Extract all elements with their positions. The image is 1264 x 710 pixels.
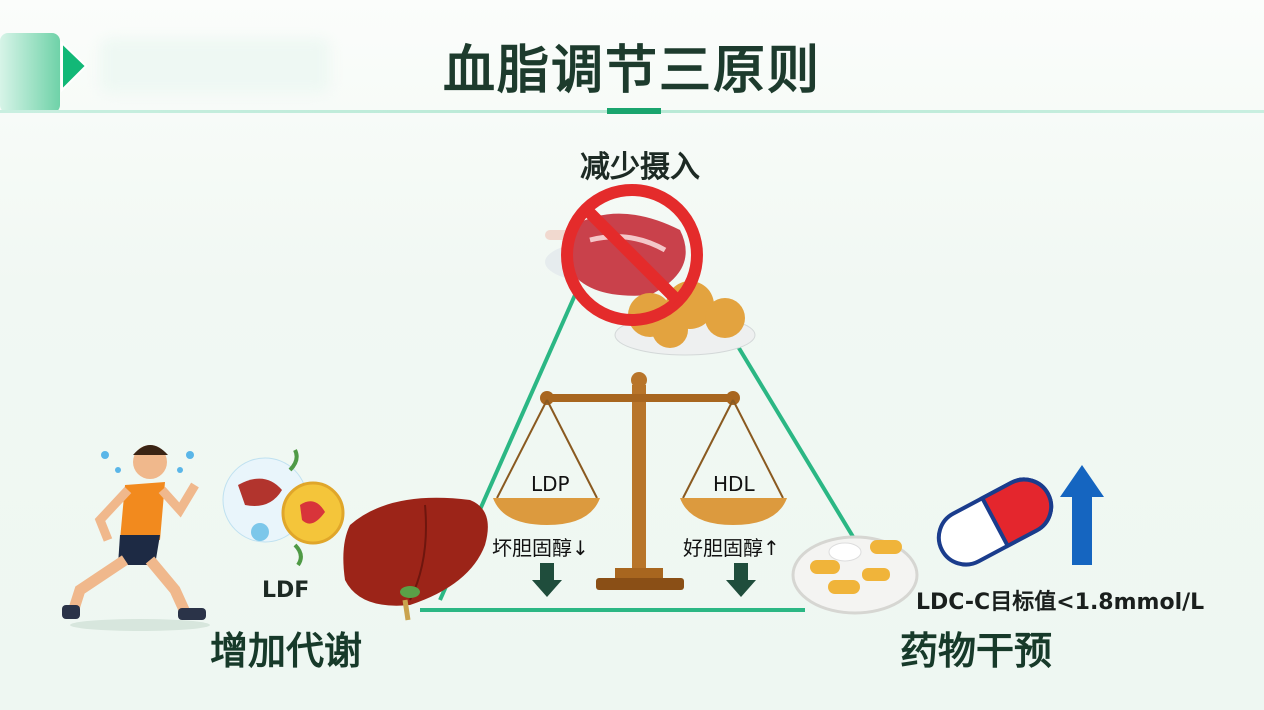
chevron-right-icon <box>0 33 88 113</box>
bad-cholesterol-caption: 坏胆固醇↓ <box>492 536 589 560</box>
reduce-intake-label: 减少摄入 <box>580 150 700 185</box>
page-title: 血脂调节三原则 <box>442 41 821 101</box>
down-arrow-icon <box>532 563 756 597</box>
capsule-icon <box>936 477 1054 567</box>
ldl-target-label: LDC-C目标值<1.8mmol/L <box>916 590 1205 615</box>
title-accent-bar <box>607 108 661 114</box>
drug-intervention-label: 药物干预 <box>900 629 1053 673</box>
hdl-pan-label: HDL <box>713 472 755 496</box>
metabolism-icon <box>222 449 345 567</box>
ldp-pan-label: LDP <box>531 472 570 496</box>
pill-plate-icon <box>791 535 919 615</box>
ldf-label: LDF <box>262 578 310 603</box>
increase-metabolism-label: 增加代谢 <box>210 629 363 673</box>
liver-icon <box>343 497 488 621</box>
good-cholesterol-caption: 好胆固醇↑ <box>683 536 780 560</box>
up-arrow-icon <box>1060 465 1104 565</box>
no-food-sign-icon <box>545 184 756 356</box>
blurred-header-tag <box>100 38 330 93</box>
runner-icon <box>62 445 210 631</box>
balance-scale-icon <box>493 372 787 590</box>
